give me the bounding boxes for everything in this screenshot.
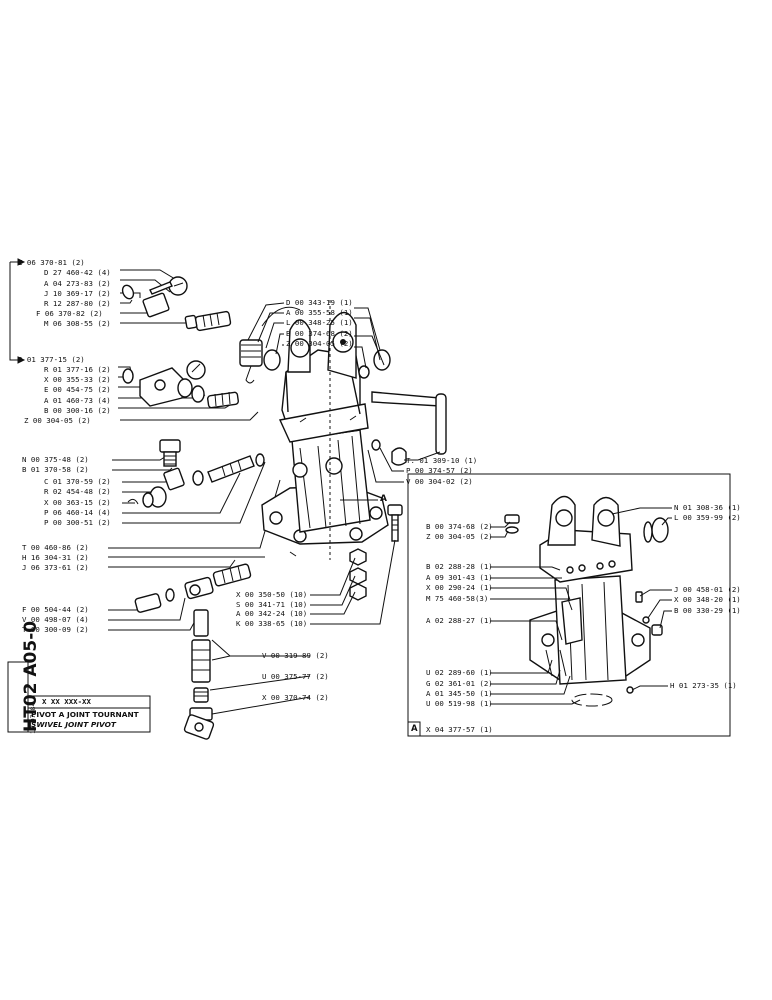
part-label: J 10 369-17 (2)	[44, 289, 111, 298]
title-code: X XX XXX-XX	[42, 697, 91, 706]
part-label: N 01 308-36 (1)	[674, 503, 741, 512]
part-label: Z 00 304-05 (2)	[24, 416, 91, 425]
check-valve-icon	[121, 276, 188, 318]
part-label: U 00 375-77 (2)	[262, 672, 329, 681]
leader-lines-center	[209, 302, 441, 715]
part-label: K 00 338-65 (10)	[236, 619, 308, 628]
title-block	[7, 661, 151, 733]
title-fr: PIVOT A JOINT TOURNANT	[31, 710, 139, 719]
title-en: SWIVEL JOINT PIVOT	[31, 720, 116, 729]
part-label: B 02 288-28 (1)	[426, 562, 493, 571]
part-label: P 00 300-51 (2)	[44, 518, 111, 527]
part-label: A 00 342-24 (10)	[236, 609, 308, 618]
part-label: F 06 370-82 (2)	[36, 309, 103, 318]
part-label: R 02 454-48 (2)	[44, 487, 111, 496]
part-label: Z 00 304-05 (2)	[286, 339, 353, 348]
elbow-fitting-icon	[184, 310, 232, 332]
part-label: B 00 374-68 (2)	[286, 329, 353, 338]
valve-block-icon	[122, 360, 240, 409]
part-label: E 00 454-75 (2)	[44, 385, 111, 394]
part-label: X 00 290-24 (1)	[426, 583, 493, 592]
part-label: R 12 287-80 (2)	[44, 299, 111, 308]
part-label: X 00 363-15 (2)	[44, 498, 111, 507]
leader-lines-inset	[490, 507, 672, 705]
inset-labels-right2: H 01 273-35 (1)	[670, 681, 737, 690]
part-label: A 09 301-43 (1)	[426, 573, 493, 582]
part-label: B 01 370-58 (2)	[22, 465, 89, 474]
part-label: D 27 460-42 (4)	[44, 268, 111, 277]
part-label: B 00 330-29 (1)	[674, 606, 741, 615]
part-label: X 00 370-74 (2)	[262, 693, 329, 702]
part-label: A 04 273-83 (2)	[44, 279, 111, 288]
part-label: G 02 361-01 (2)	[426, 679, 493, 688]
inset-footer-letter: A	[411, 724, 418, 734]
part-label: P 00 374-57 (2)	[406, 466, 473, 475]
part-label: A 00 355-58 (1)	[286, 308, 353, 317]
part-label: V 00 498-07 (4)	[22, 615, 89, 624]
callout-letter: A	[380, 494, 387, 504]
part-label: C 01 370-59 (2)	[44, 477, 111, 486]
part-label: P 06 460-14 (4)	[44, 508, 111, 517]
part-label: T 00 460-86 (2)	[22, 543, 89, 552]
part-label: V 00 319-89 (2)	[262, 651, 329, 660]
part-label: Z 00 304-05 (2)	[426, 532, 493, 541]
pivot-symbol-icon	[289, 551, 297, 557]
drawing-number-text: HT02 A05-0	[21, 620, 41, 732]
threaded-fitting-icon	[127, 439, 265, 508]
part-label: M 75 460-58(3)	[426, 594, 489, 603]
part-label: X 00 355-33 (2)	[44, 375, 111, 384]
part-label: A 01 345-50 (1)	[426, 689, 493, 698]
part-label: L 00 359-99 (2)	[674, 513, 741, 522]
part-label: N 00 375-48 (2)	[22, 455, 89, 464]
part-label: O 01 377-15 (2)	[18, 355, 85, 364]
part-label: S 00 341-71 (10)	[236, 600, 308, 609]
part-label: B 00 374-68 (2)	[426, 522, 493, 531]
part-label: A 01 460-73 (4)	[44, 396, 111, 405]
inset-labels-left2: A 02 288-27 (1)	[426, 616, 493, 625]
part-label: H 16 304-31 (2)	[22, 553, 89, 562]
part-label: E 06 370-81 (2)	[18, 258, 85, 267]
part-label: U 02 289-60 (1)	[426, 668, 493, 677]
part-label: X 00 350-50 (10)	[236, 590, 308, 599]
part-label: T. 01 309-10 (1)	[406, 456, 478, 465]
part-label: F 00 504-44 (2)	[22, 605, 89, 614]
part-label: B 00 300-16 (2)	[44, 406, 111, 415]
part-label: M 06 308-55 (2)	[44, 319, 111, 328]
part-label: V 00 304-02 (2)	[406, 477, 473, 486]
part-label: U 00 519-98 (1)	[426, 699, 493, 708]
part-label: X 00 348-20 (1)	[674, 595, 741, 604]
inset-detail-A	[407, 473, 731, 737]
hose-assembly-icon	[134, 563, 252, 740]
part-label: R 01 377-16 (2)	[44, 365, 111, 374]
part-label: J 06 373-61 (2)	[22, 563, 89, 572]
left-components	[121, 276, 265, 740]
part-label: D 00 343-19 (1)	[286, 298, 353, 307]
part-label: T 00 300-09 (2)	[22, 625, 89, 634]
part-label: J 00 458-01 (2)	[674, 585, 741, 594]
part-label: L 00 348-25 (1)	[286, 318, 353, 327]
inset-footer-code: X 04 377-57 (1)	[426, 725, 493, 734]
